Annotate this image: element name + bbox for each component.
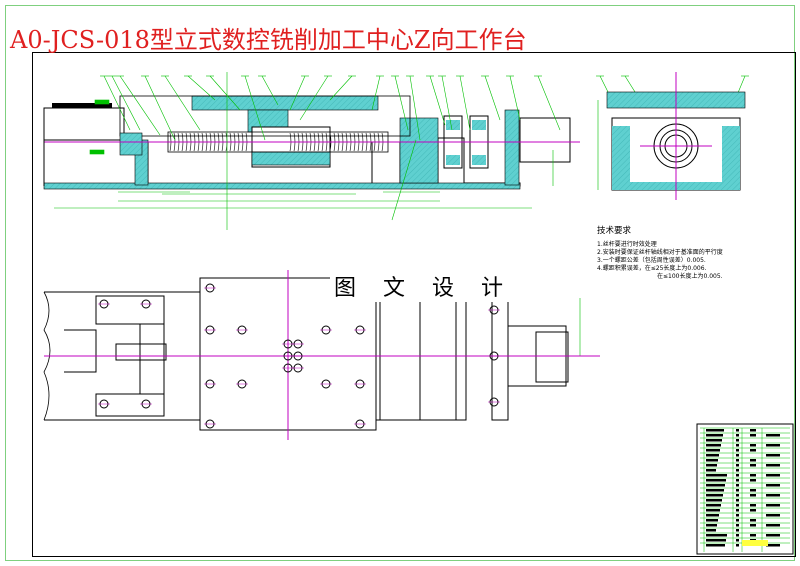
leader-lines (100, 75, 749, 141)
tech-item: 4.螺距积累误差，在≤25长度上为0.006. (597, 265, 707, 272)
drawing-frame (32, 52, 796, 557)
watermark: 图 文 设 计 (330, 270, 517, 302)
tech-item: 2.安装时要保证丝杆轴线相对于基准面的平行度 (597, 249, 723, 256)
drawing-title: A0-JCS-018型立式数控铣削加工中心Z向工作台 (10, 26, 527, 54)
plan-view (43, 270, 600, 440)
tech-item: 3.一个螺距公差（包括周性误差）0.005. (597, 257, 706, 264)
drawing-border (5, 5, 795, 561)
tech-item: 在≤100长度上为0.005. (657, 273, 723, 280)
title-block (696, 423, 794, 555)
side-section-view (597, 72, 746, 200)
technical-requirements: 技术要求 1.丝杆要进行时效处理 2.安装时要保证丝杆轴线相对于基准面的平行度 … (597, 227, 723, 281)
tech-item: 1.丝杆要进行时效处理 (597, 241, 657, 248)
tech-heading: 技术要求 (597, 226, 632, 236)
dimension-lines (54, 72, 554, 230)
front-section-view (43, 95, 580, 190)
